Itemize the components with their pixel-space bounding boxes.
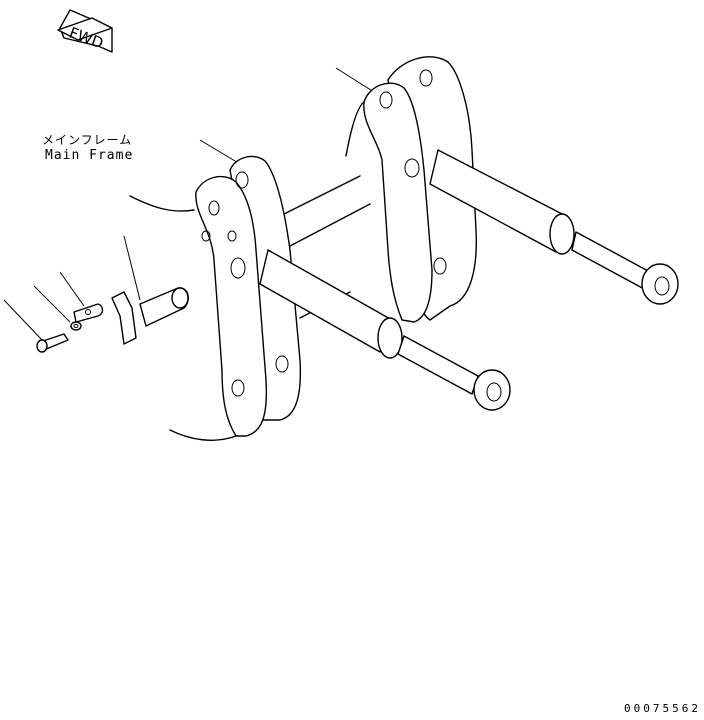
washer <box>70 321 82 331</box>
rear-cylinder <box>429 149 679 305</box>
main-frame-label-en: Main Frame <box>45 148 134 163</box>
lock-plate <box>73 303 104 323</box>
leader-lines <box>3 67 375 341</box>
pin <box>111 287 189 345</box>
rear-bracket <box>345 56 477 323</box>
bolt <box>36 333 69 353</box>
front-cylinder <box>259 249 511 411</box>
fwd-arrow-icon: FWD <box>57 9 113 53</box>
drawing-number: 00075562 <box>624 702 701 715</box>
main-frame-label-jp: メインフレーム <box>42 133 133 147</box>
front-bracket <box>195 155 302 437</box>
